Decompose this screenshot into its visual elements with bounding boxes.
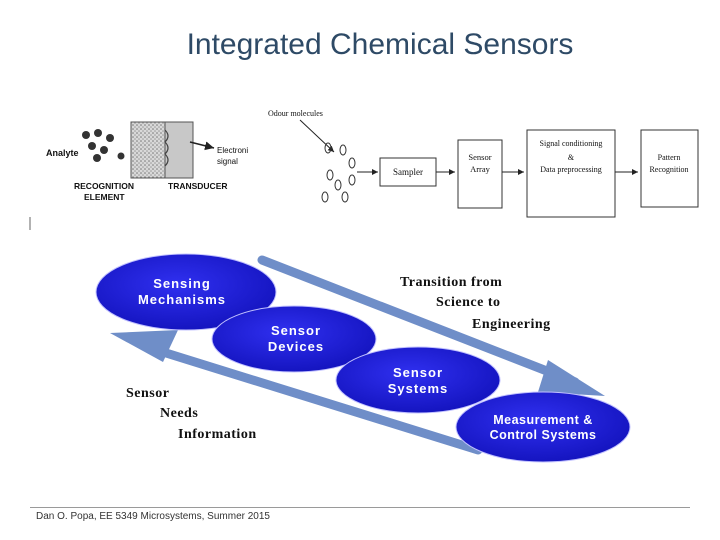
transducer-label: TRANSDUCER xyxy=(168,181,228,191)
label-measurement-control: Measurement &Control Systems xyxy=(490,413,597,442)
odour-arrow xyxy=(299,119,335,153)
odour-molecules-label: Odour molecules xyxy=(268,109,323,118)
ellipse-measurement-control xyxy=(455,391,631,463)
sensor-array-block xyxy=(457,139,503,209)
electronic-signal-arrow xyxy=(189,141,215,151)
analyte-molecules xyxy=(82,129,125,162)
signal-conditioning-block xyxy=(526,129,616,218)
footer-text: Dan O. Popa, EE 5349 Microsystems, Summe… xyxy=(36,511,270,522)
pattern-recognition-block xyxy=(640,129,699,208)
footer-divider xyxy=(30,507,690,508)
down-arrow xyxy=(257,255,605,396)
odour-molecules xyxy=(321,142,356,203)
up-arrow xyxy=(110,330,483,455)
analyte-label: Analyte xyxy=(46,148,79,158)
signal-conditioning-label: Signal conditioning&Data preprocessing xyxy=(540,139,603,174)
ellipse-sensor-devices xyxy=(211,305,377,373)
ellipse-sensing-mechanisms xyxy=(95,253,277,331)
transducer-block xyxy=(164,121,194,179)
slide-title: Integrated Chemical Sensors xyxy=(186,28,574,61)
recognition-element-layer xyxy=(130,121,166,179)
sampler-label: Sampler xyxy=(393,167,423,177)
ellipse-sensor-systems xyxy=(335,346,501,414)
sampler-block xyxy=(379,157,437,187)
